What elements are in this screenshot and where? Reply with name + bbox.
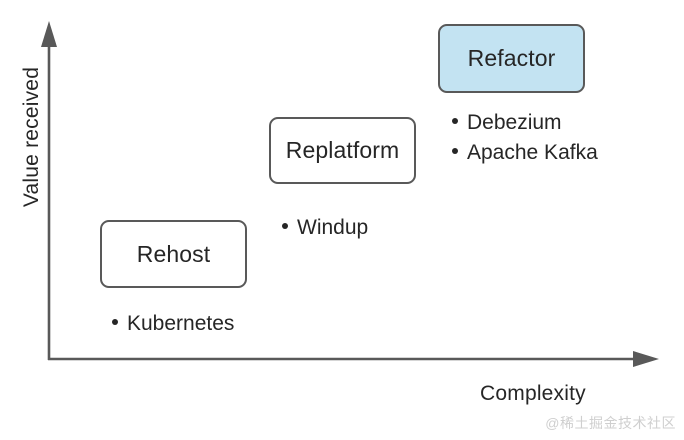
bullet-label: Windup [297, 216, 369, 239]
stage-box-rehost[interactable]: Rehost [100, 220, 247, 288]
x-axis-label: Complexity [480, 382, 586, 405]
bullet-item: Debezium [452, 108, 598, 138]
x-axis-arrowhead [633, 351, 659, 367]
stage-label-replatform: Replatform [285, 137, 400, 163]
y-axis-arrowhead [41, 21, 57, 47]
stage-box-refactor[interactable]: Refactor [438, 24, 585, 93]
bullet-dot-icon [452, 118, 458, 124]
stage-box-replatform[interactable]: Replatform [269, 117, 416, 184]
y-axis-label: Value received [20, 66, 43, 208]
bullet-item: Apache Kafka [452, 138, 598, 168]
bullet-list-replatform: Windup [282, 213, 368, 243]
bullet-label: Kubernetes [127, 312, 235, 335]
bullet-dot-icon [282, 223, 288, 229]
bullet-label: Apache Kafka [467, 141, 598, 164]
bullet-label: Debezium [467, 111, 562, 134]
watermark-text: @稀土掘金技术社区 [545, 415, 676, 431]
stage-label-refactor: Refactor [467, 45, 556, 71]
bullet-dot-icon [452, 148, 458, 154]
bullet-dot-icon [112, 319, 118, 325]
bullet-item: Windup [282, 213, 368, 243]
bullet-list-rehost: Kubernetes [112, 309, 234, 339]
bullet-item: Kubernetes [112, 309, 234, 339]
stage-label-rehost: Rehost [136, 240, 211, 267]
bullet-list-refactor: Debezium Apache Kafka [452, 108, 598, 168]
